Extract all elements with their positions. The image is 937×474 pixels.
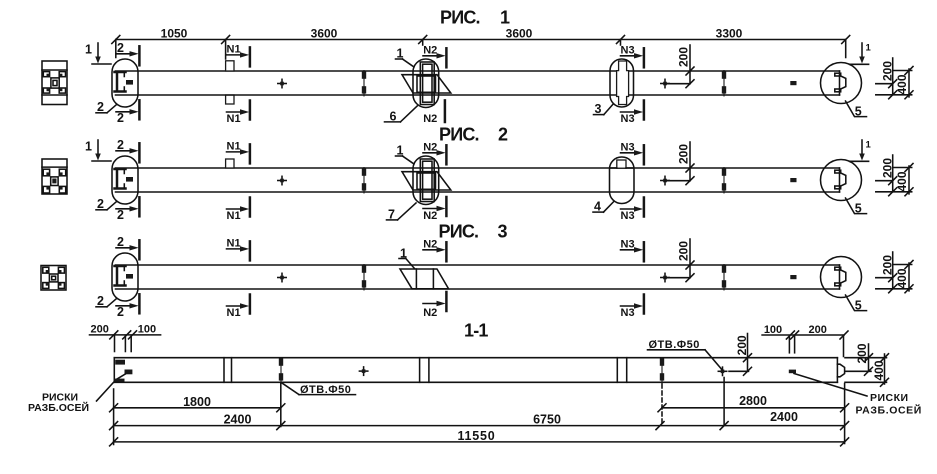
svg-text:3: 3 xyxy=(498,221,508,241)
svg-text:РИС.: РИС. xyxy=(439,125,479,145)
svg-text:200: 200 xyxy=(735,335,749,355)
svg-text:3300: 3300 xyxy=(716,26,743,40)
svg-text:7: 7 xyxy=(388,208,395,222)
svg-text:1: 1 xyxy=(400,246,407,260)
svg-text:3: 3 xyxy=(595,102,602,116)
svg-text:100: 100 xyxy=(138,324,156,336)
svg-text:РАЗБ.ОСЕЙ: РАЗБ.ОСЕЙ xyxy=(28,401,89,414)
svg-text:3600: 3600 xyxy=(311,26,338,40)
svg-text:1: 1 xyxy=(85,140,92,154)
svg-text:1: 1 xyxy=(500,7,510,27)
svg-text:200: 200 xyxy=(809,324,827,336)
svg-text:100: 100 xyxy=(764,324,782,336)
svg-text:1: 1 xyxy=(85,43,92,57)
svg-text:400: 400 xyxy=(872,360,886,380)
svg-text:1050: 1050 xyxy=(161,26,188,40)
svg-text:2800: 2800 xyxy=(739,394,767,408)
svg-text:ØТВ.Ф50: ØТВ.Ф50 xyxy=(300,384,351,396)
svg-text:6750: 6750 xyxy=(533,413,561,427)
svg-text:РИСКИ: РИСКИ xyxy=(870,392,909,404)
svg-text:РИС.: РИС. xyxy=(440,7,480,27)
svg-text:1-1: 1-1 xyxy=(464,321,488,341)
svg-text:РАЗБ.ОСЕЙ: РАЗБ.ОСЕЙ xyxy=(856,404,922,417)
svg-text:ØТВ.Ф50: ØТВ.Ф50 xyxy=(649,339,700,351)
svg-text:2400: 2400 xyxy=(224,413,252,427)
svg-text:11550: 11550 xyxy=(457,429,495,443)
svg-text:1: 1 xyxy=(866,140,872,151)
svg-text:2400: 2400 xyxy=(770,410,798,424)
svg-text:РИС.: РИС. xyxy=(439,221,479,241)
svg-text:1: 1 xyxy=(866,43,872,54)
svg-text:2: 2 xyxy=(498,125,508,145)
svg-text:РИСКИ: РИСКИ xyxy=(42,392,78,404)
svg-text:4: 4 xyxy=(594,200,601,214)
svg-text:3600: 3600 xyxy=(506,26,533,40)
svg-text:200: 200 xyxy=(855,343,869,363)
svg-text:6: 6 xyxy=(390,110,397,124)
svg-text:1800: 1800 xyxy=(183,395,211,409)
svg-text:200: 200 xyxy=(91,324,109,336)
